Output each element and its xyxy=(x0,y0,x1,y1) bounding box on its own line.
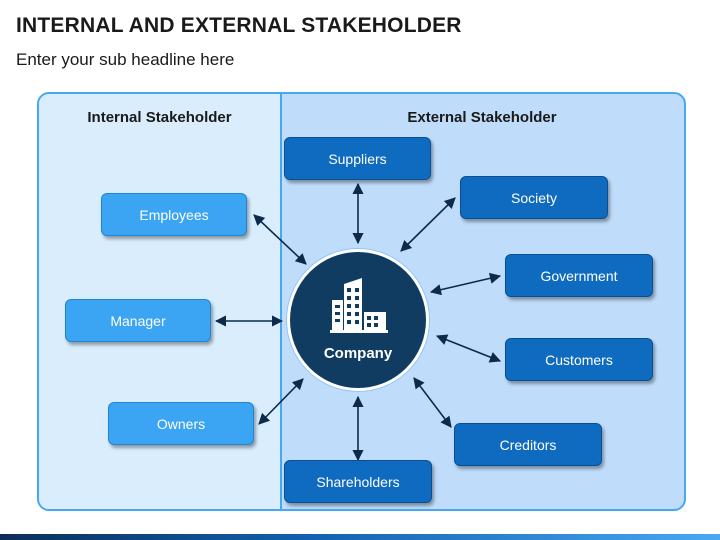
company-hub: Company xyxy=(287,249,429,391)
arrow-customers xyxy=(435,334,502,363)
external-box-suppliers: Suppliers xyxy=(284,137,431,180)
external-box-shareholders: Shareholders xyxy=(284,460,432,503)
external-box-customers: Customers xyxy=(505,338,653,381)
arrow-creditors xyxy=(413,377,452,428)
arrow-employees xyxy=(253,214,307,265)
external-box-label: Creditors xyxy=(499,436,557,453)
internal-box-employees: Employees xyxy=(101,193,247,236)
external-box-government: Government xyxy=(505,254,653,297)
external-box-label: Society xyxy=(511,189,557,206)
external-box-label: Customers xyxy=(545,351,613,368)
external-box-label: Government xyxy=(540,267,618,284)
arrow-owners xyxy=(258,378,304,425)
internal-box-label: Manager xyxy=(110,312,166,329)
internal-box-label: Employees xyxy=(139,206,209,223)
company-label: Company xyxy=(323,345,393,362)
arrow-society xyxy=(400,197,456,252)
external-header: External Stakeholder xyxy=(407,109,557,126)
bottom-accent-bar xyxy=(0,534,720,540)
external-box-label: Suppliers xyxy=(328,150,387,167)
external-box-creditors: Creditors xyxy=(454,423,602,466)
page-subtitle: Enter your sub headline here xyxy=(16,50,235,69)
buildings-icon xyxy=(330,278,388,333)
arrow-government xyxy=(429,272,502,296)
page-title: INTERNAL AND EXTERNAL STAKEHOLDER xyxy=(16,14,462,37)
internal-box-owners: Owners xyxy=(108,402,254,445)
internal-box-label: Owners xyxy=(156,415,206,432)
internal-header: Internal Stakeholder xyxy=(87,109,232,126)
internal-box-manager: Manager xyxy=(65,299,211,342)
external-box-label: Shareholders xyxy=(316,473,400,490)
external-box-society: Society xyxy=(460,176,608,219)
